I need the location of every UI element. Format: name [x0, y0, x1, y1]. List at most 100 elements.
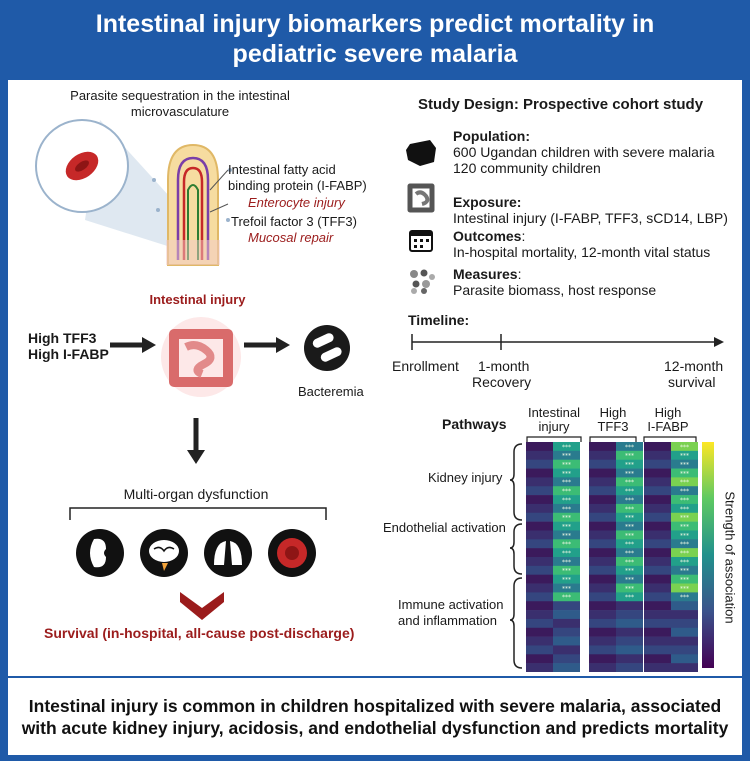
- lungs-icon: [204, 529, 252, 577]
- heatmap-cell: [526, 601, 553, 611]
- heatmap-significance-stars: ***: [680, 541, 689, 548]
- heatmap-cell: [644, 512, 671, 522]
- heatmap-cell: [671, 548, 698, 558]
- timeline-enrollment: Enrollment: [392, 358, 459, 374]
- heatmap-cell: [671, 574, 698, 584]
- heatmap-significance-stars: ***: [562, 568, 571, 575]
- heatmap-cell: [589, 548, 616, 558]
- chevron-down-icon: [180, 592, 224, 620]
- high-tff3-label: High TFF3: [28, 330, 97, 346]
- heatmap-cell: [671, 610, 698, 620]
- heatmap-cell: [589, 459, 616, 469]
- heatmap-cell: [616, 521, 643, 531]
- heatmap-cell: [526, 663, 553, 672]
- population-label: Population:: [453, 128, 530, 144]
- heatmap-cell: [671, 601, 698, 611]
- heatmap-cell: [589, 592, 616, 602]
- heatmap-cell: [616, 486, 643, 496]
- measures-label-wrap: Measures:: [453, 266, 521, 284]
- heatmap-cell: [553, 618, 580, 629]
- heatmap-cell: [553, 495, 580, 505]
- heatmap-cell: [671, 477, 698, 487]
- heatmap-cell: [644, 477, 671, 487]
- heatmap-cell: [589, 627, 616, 637]
- brain-icon: [140, 529, 188, 577]
- heatmap-cell: [553, 654, 580, 664]
- arrow-down-icon: [187, 418, 205, 464]
- heatmap-cell: [644, 636, 671, 646]
- heatmap-cell: [526, 654, 553, 664]
- heatmap-significance-stars: ***: [562, 550, 571, 557]
- population-line2: 120 community children: [453, 160, 601, 176]
- heatmap-cell: [616, 459, 643, 469]
- heatmap-cell: [589, 477, 616, 487]
- organ-icons: [76, 529, 316, 577]
- heatmap-cell: [589, 565, 616, 575]
- heatmap-cell: [526, 495, 553, 505]
- heatmap-cell: [526, 610, 553, 620]
- heatmap-cell: [616, 663, 643, 672]
- heatmap-cell: [589, 539, 616, 549]
- heatmap-cell: [616, 539, 643, 549]
- heatmap-significance-stars: ***: [625, 577, 634, 584]
- intestine-icon: [161, 317, 241, 397]
- heatmap-significance-stars: ***: [562, 577, 571, 584]
- heatmap-cell: [589, 521, 616, 531]
- timeline-label: Timeline:: [408, 312, 470, 328]
- heatmap-cell: [589, 468, 616, 478]
- timeline-one-month: 1-month: [478, 358, 530, 374]
- heatmap-cell: [671, 450, 698, 460]
- heatmap-cell: [589, 486, 616, 496]
- heatmap-cell: [553, 610, 580, 620]
- heatmap-cell: [644, 442, 671, 452]
- heatmap-cell: [644, 645, 671, 655]
- heatmap-cell: [616, 654, 643, 664]
- heatmap-cell: [589, 495, 616, 505]
- heatmap-cell: [616, 530, 643, 540]
- heatmap-cell: [526, 574, 553, 584]
- timeline-axis: [411, 334, 724, 350]
- heatmap-cell: [526, 539, 553, 549]
- col-group-1: High TFF3: [588, 406, 638, 434]
- heatmap-significance-stars: ***: [680, 568, 689, 575]
- heatmap-significance-stars: ***: [562, 488, 571, 495]
- heatmap-cell: [671, 565, 698, 575]
- heatmap-cell: [526, 548, 553, 558]
- heatmap-cell: [589, 636, 616, 646]
- heatmap-significance-stars: ***: [680, 559, 689, 566]
- heatmap-cell: [526, 592, 553, 602]
- intestine-small-icon: [407, 183, 435, 213]
- heatmap-cell: [671, 627, 698, 637]
- heatmap-cell: [589, 530, 616, 540]
- heatmap-cell: [526, 459, 553, 469]
- heatmap-cell: [553, 583, 580, 593]
- population-line1: 600 Ugandan children with severe malaria: [453, 144, 715, 160]
- heatmap-cell: [526, 530, 553, 540]
- sequestration-illustration: [35, 119, 200, 250]
- heatmap-cell: [526, 627, 553, 637]
- heatmap-significance-stars: ***: [625, 462, 634, 469]
- exposure-label: Exposure:: [453, 194, 522, 210]
- heatmap-cell: [553, 521, 580, 531]
- column-brackets: [526, 436, 697, 442]
- heatmap-cell: [616, 450, 643, 460]
- heatmap-cell: [553, 592, 580, 602]
- heatmap-significance-stars: ***: [680, 506, 689, 513]
- heatmap-cell: [553, 503, 580, 514]
- kidney-icon: [76, 529, 124, 577]
- heatmap-significance-stars: ***: [680, 577, 689, 584]
- calendar-icon: [409, 230, 433, 252]
- heatmap-cell: [553, 459, 580, 469]
- study-design-title: Study Design: Prospective cohort study: [418, 96, 704, 113]
- heatmap-cell: [589, 557, 616, 567]
- page-title: Intestinal injury biomarkers predict mor…: [95, 10, 655, 68]
- heatmap-cell: [644, 548, 671, 558]
- heatmap-cell: [553, 645, 580, 655]
- heatmap-significance-stars: ***: [625, 550, 634, 557]
- heatmap-cell: [589, 442, 616, 452]
- heatmap-significance-stars: ***: [562, 506, 571, 513]
- heatmap-cell: [526, 450, 553, 460]
- heatmap-significance-stars: ***: [562, 594, 571, 601]
- survival-label: Survival (in-hospital, all-cause post-di…: [44, 625, 355, 641]
- heatmap-cell: [589, 610, 616, 620]
